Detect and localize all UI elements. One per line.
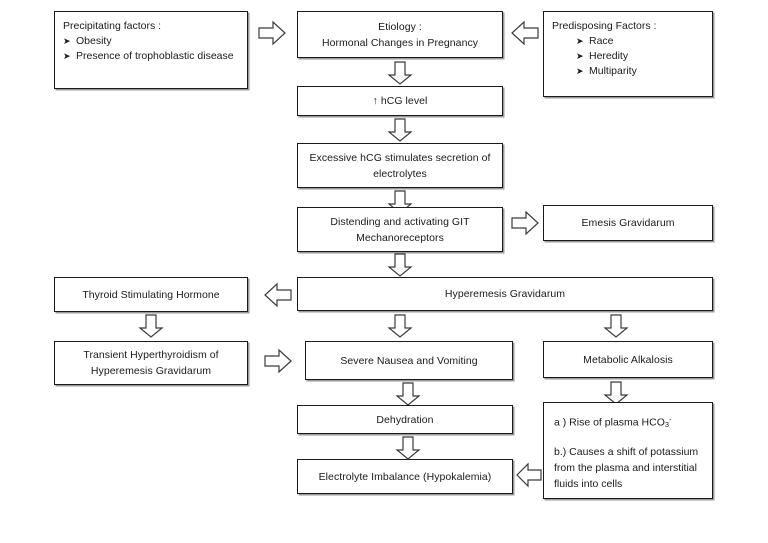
node-etiology-label: Etiology : Hormonal Changes in Pregnancy bbox=[322, 19, 478, 51]
arrow-hcg-to-excessive bbox=[387, 118, 413, 142]
bicarbonate-item-a-text: a ) Rise of plasma HCO bbox=[554, 416, 665, 429]
bicarbonate-subscript: 3 bbox=[664, 420, 670, 430]
node-severe-nausea-vomiting[interactable]: Severe Nausea and Vomiting bbox=[305, 341, 513, 380]
arrow-bullet-icon: ➤ bbox=[576, 66, 584, 76]
arrow-transient-to-nausea bbox=[264, 348, 292, 374]
arrow-tsh-to-transient bbox=[138, 314, 164, 338]
arrow-nausea-to-dehydration bbox=[395, 382, 421, 406]
arrow-hyperemesis-to-alkalosis bbox=[603, 314, 629, 338]
node-thyroid-stimulating-hormone[interactable]: Thyroid Stimulating Hormone bbox=[54, 277, 248, 312]
node-excessive-hcg-label: Excessive hCG stimulates secretion of el… bbox=[309, 151, 491, 180]
node-excessive-hcg[interactable]: Excessive hCG stimulates secretion of el… bbox=[297, 143, 503, 188]
list-item: ➤ Race bbox=[552, 34, 704, 49]
list-item: ➤ Obesity bbox=[63, 34, 239, 49]
list-item: ➤ Heredity bbox=[552, 49, 704, 64]
precipitating-factors-list: ➤ Obesity ➤ Presence of trophoblastic di… bbox=[63, 34, 239, 64]
node-dehydration-label: Dehydration bbox=[376, 413, 434, 426]
node-etiology[interactable]: Etiology : Hormonal Changes in Pregnancy bbox=[297, 11, 503, 58]
arrow-bullet-icon: ➤ bbox=[63, 36, 71, 46]
precipitating-factors-heading: Precipitating factors : bbox=[63, 20, 162, 32]
arrow-etiology-to-hcg bbox=[387, 61, 413, 85]
node-bicarbonate-effects[interactable]: a ) Rise of plasma HCO3- b.) Causes a sh… bbox=[543, 402, 713, 499]
arrow-bullet-icon: ➤ bbox=[576, 51, 584, 61]
node-hyperemesis-gravidarum[interactable]: Hyperemesis Gravidarum bbox=[297, 277, 713, 311]
arrow-hyperemesis-to-tsh bbox=[264, 282, 292, 308]
arrow-distending-to-emesis bbox=[511, 210, 539, 236]
node-hcg-level-label: ↑ hCG level bbox=[372, 95, 428, 107]
node-electrolyte-imbalance-label: Electrolyte Imbalance (Hypokalemia) bbox=[318, 470, 492, 483]
node-hyperemesis-gravidarum-label: Hyperemesis Gravidarum bbox=[444, 288, 566, 300]
etiology-line-2: Hormonal Changes in Pregnancy bbox=[321, 36, 479, 49]
node-precipitating-factors[interactable]: Precipitating factors : ➤ Obesity ➤ Pres… bbox=[54, 11, 248, 89]
node-distending-git[interactable]: Distending and activating GIT Mechanorec… bbox=[297, 207, 503, 252]
arrow-predisposing-to-etiology bbox=[511, 20, 539, 46]
node-transient-hyperthyroidism[interactable]: Transient Hyperthyroidism of Hyperemesis… bbox=[54, 341, 248, 385]
bicarbonate-item-a: a ) Rise of plasma HCO3- bbox=[554, 412, 702, 433]
list-item-label: Heredity bbox=[589, 50, 629, 62]
predisposing-factors-heading: Predisposing Factors : bbox=[552, 20, 657, 32]
node-electrolyte-imbalance[interactable]: Electrolyte Imbalance (Hypokalemia) bbox=[297, 459, 513, 494]
node-hcg-level[interactable]: ↑ hCG level bbox=[297, 86, 503, 116]
list-item-label: Obesity bbox=[76, 35, 112, 47]
arrow-distending-to-hyperemesis bbox=[387, 253, 413, 277]
list-item-label: Race bbox=[589, 35, 614, 47]
arrow-dehydration-to-electrolyte bbox=[395, 436, 421, 460]
arrow-hyperemesis-to-nausea bbox=[387, 314, 413, 338]
list-item: ➤ Multiparity bbox=[552, 64, 704, 79]
predisposing-factors-list: ➤ Race ➤ Heredity ➤ Multiparity bbox=[552, 34, 704, 79]
arrow-bullet-icon: ➤ bbox=[576, 36, 584, 46]
node-distending-git-label: Distending and activating GIT Mechanorec… bbox=[330, 215, 470, 244]
node-severe-nausea-label: Severe Nausea and Vomiting bbox=[340, 354, 478, 367]
node-transient-hyperthyroidism-label: Transient Hyperthyroidism of Hyperemesis… bbox=[83, 349, 219, 377]
list-item-label: Presence of trophoblastic disease bbox=[76, 50, 234, 62]
arrow-alkalosis-to-bicarbonate bbox=[603, 381, 629, 405]
arrow-bicarbonate-to-electrolyte bbox=[516, 462, 542, 488]
node-predisposing-factors[interactable]: Predisposing Factors : ➤ Race ➤ Heredity… bbox=[543, 11, 713, 97]
node-dehydration[interactable]: Dehydration bbox=[297, 405, 513, 434]
node-emesis-gravidarum-label: Emesis Gravidarum bbox=[581, 217, 675, 229]
node-tsh-label: Thyroid Stimulating Hormone bbox=[82, 288, 220, 301]
bicarbonate-item-b: b.) Causes a shift of potassium from the… bbox=[554, 446, 699, 491]
bicarbonate-superscript: - bbox=[669, 415, 672, 424]
arrow-bullet-icon: ➤ bbox=[63, 51, 71, 61]
list-item-label: Multiparity bbox=[589, 65, 637, 77]
list-item: ➤ Presence of trophoblastic disease bbox=[63, 49, 239, 64]
arrow-precipitating-to-etiology bbox=[258, 20, 286, 46]
node-emesis-gravidarum[interactable]: Emesis Gravidarum bbox=[543, 205, 713, 241]
node-metabolic-alkalosis-label: Metabolic Alkalosis bbox=[583, 353, 673, 366]
etiology-line-1: Etiology : bbox=[378, 20, 422, 33]
node-metabolic-alkalosis[interactable]: Metabolic Alkalosis bbox=[543, 341, 713, 378]
